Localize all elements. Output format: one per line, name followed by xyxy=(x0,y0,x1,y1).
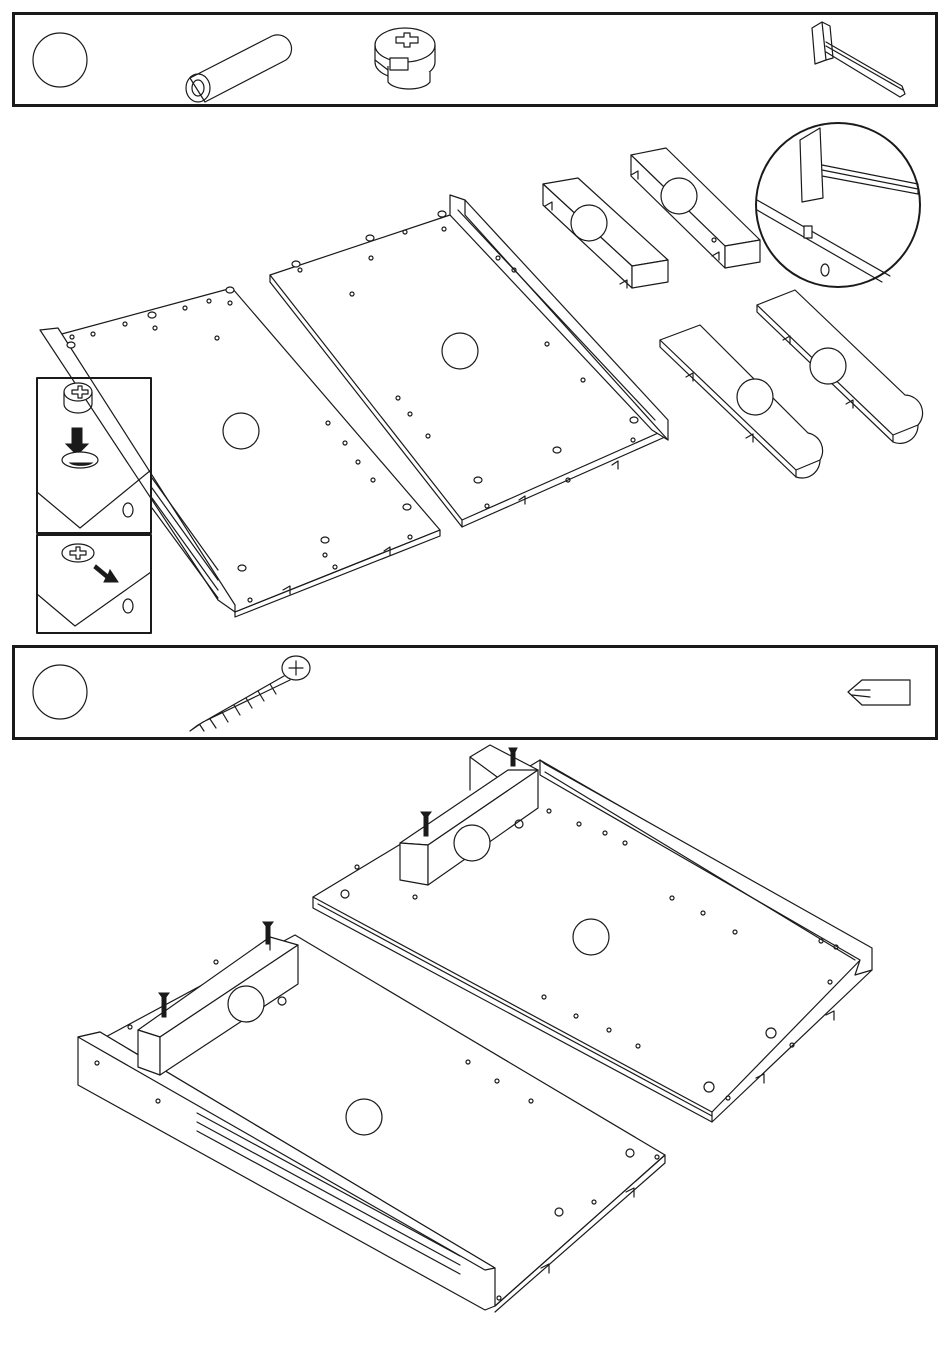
part-reference-circle xyxy=(573,919,609,955)
phillips-screwdriver-bit-icon xyxy=(848,680,910,705)
part-reference-circle xyxy=(571,205,607,241)
part-reference-circle xyxy=(737,379,773,415)
hammer-icon xyxy=(812,22,905,97)
part-reference-circle xyxy=(810,348,846,384)
part-reference-circle xyxy=(346,1099,382,1135)
part-reference-circle xyxy=(454,825,490,861)
part-reference-circle-icon xyxy=(33,665,87,719)
dowel-hammer-detail xyxy=(756,123,920,287)
cam-lock-rotate-detail xyxy=(37,535,151,633)
part-reference-circle xyxy=(228,986,264,1022)
wood-screw-icon xyxy=(190,656,310,731)
wooden-dowel-icon xyxy=(186,35,292,102)
part-reference-circle-icon xyxy=(33,33,87,87)
curved-support-leg-1 xyxy=(660,325,823,478)
part-reference-circle xyxy=(661,178,697,214)
cam-lock-icon xyxy=(375,28,435,89)
